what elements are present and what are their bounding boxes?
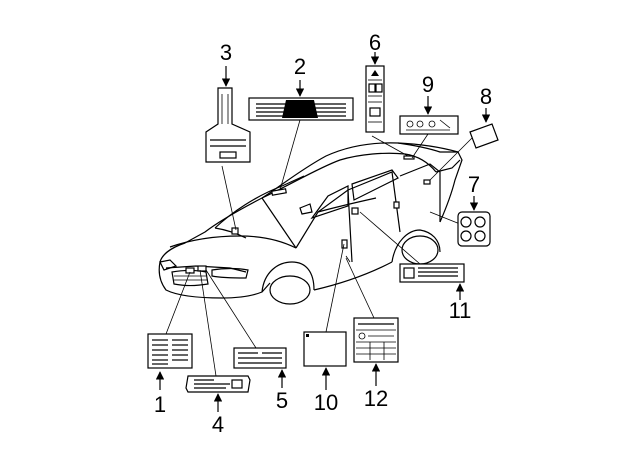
callout-1: 1: [154, 392, 166, 417]
part-8-label: [469, 123, 499, 149]
part-2-label: [248, 97, 354, 121]
part-10-label: [303, 331, 347, 367]
callout-7: 7: [468, 172, 480, 197]
part-6-label: [365, 65, 385, 133]
part-7-label: [457, 211, 491, 247]
callout-4: 4: [212, 412, 224, 437]
callout-6: 6: [369, 30, 381, 55]
callout-11: 11: [449, 298, 472, 323]
callout-arrows: [155, 52, 491, 412]
part-1-label: [147, 333, 193, 369]
callout-8: 8: [480, 84, 492, 109]
car-illustration: [158, 142, 463, 305]
leader-lines: [165, 119, 475, 377]
callout-2: 2: [294, 54, 306, 79]
part-3-label: [205, 87, 251, 163]
part-5-label: [233, 347, 287, 369]
callout-9: 9: [422, 72, 434, 97]
part-11-label: [399, 263, 465, 283]
callout-3: 3: [220, 40, 232, 65]
part-9-label: [399, 115, 459, 135]
part-12-label: [353, 317, 399, 363]
callout-numbers: 1 2 3 4 5 6 7 8 9 10 11 12: [154, 30, 492, 437]
callout-5: 5: [276, 388, 288, 413]
part-4-label: [185, 375, 251, 393]
callout-10: 10: [314, 390, 338, 415]
callout-12: 12: [364, 386, 388, 411]
